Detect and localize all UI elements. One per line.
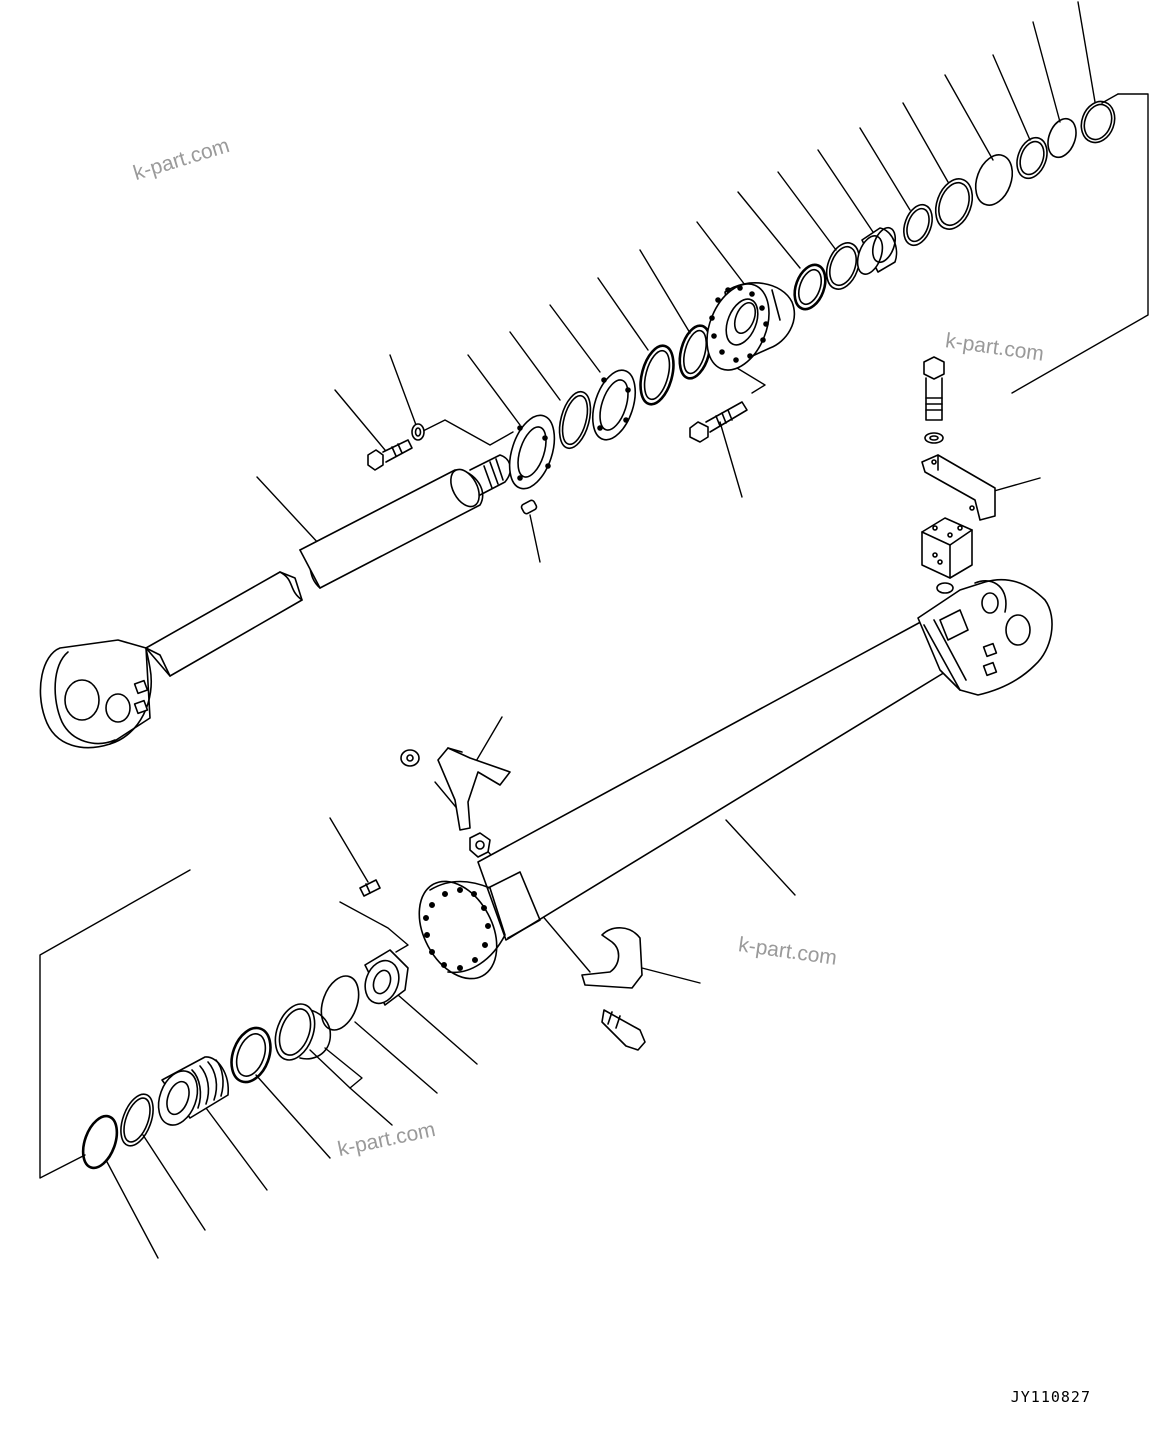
piston-ring-1 (115, 1090, 160, 1150)
hose-clamp-upper (438, 748, 510, 830)
piston-rod (40, 455, 510, 748)
head-bolt (690, 402, 747, 442)
bolt-upper (368, 440, 412, 470)
retainer-plate-1 (501, 410, 563, 495)
valve-block (922, 518, 972, 578)
leader-lines-top (257, 2, 1148, 562)
drawing-number: JY110827 (1010, 1388, 1091, 1406)
bushing (853, 225, 900, 278)
seal-ring-8 (969, 150, 1019, 210)
seal-ring-6 (899, 201, 938, 249)
retainer-plate-2 (585, 365, 643, 445)
o-ring-small (937, 583, 953, 593)
clamp-washer (401, 750, 419, 766)
mounting-bracket (922, 455, 995, 520)
hose-clamp-lower (582, 928, 642, 988)
clamp-nut (470, 833, 490, 857)
piston-ring-2 (77, 1111, 124, 1172)
seal-ring-11 (1076, 97, 1120, 147)
seal-ring-9 (1012, 133, 1053, 182)
set-screw (520, 499, 537, 514)
grease-fitting (360, 880, 380, 896)
piston-nut (359, 950, 408, 1008)
mounting-washer (925, 433, 943, 443)
seal-ring-2 (635, 342, 680, 408)
seal-ring-10 (1043, 115, 1081, 161)
washer-upper (412, 424, 424, 440)
mounting-bolt (924, 357, 944, 420)
piston-seal-ring-1 (314, 971, 365, 1035)
seal-ring-4 (789, 261, 831, 314)
seal-ring-3 (674, 322, 715, 381)
piston-seal-ring-2 (225, 1023, 278, 1088)
piston (152, 1057, 229, 1131)
cylinder-head (695, 275, 794, 379)
seal-ring-5 (821, 238, 866, 293)
seal-ring-1 (554, 388, 596, 451)
seal-ring-7 (929, 174, 979, 234)
clamp-bolt (602, 1010, 645, 1050)
cylinder-tube (404, 580, 1052, 992)
piston-wear-ring (268, 999, 330, 1066)
